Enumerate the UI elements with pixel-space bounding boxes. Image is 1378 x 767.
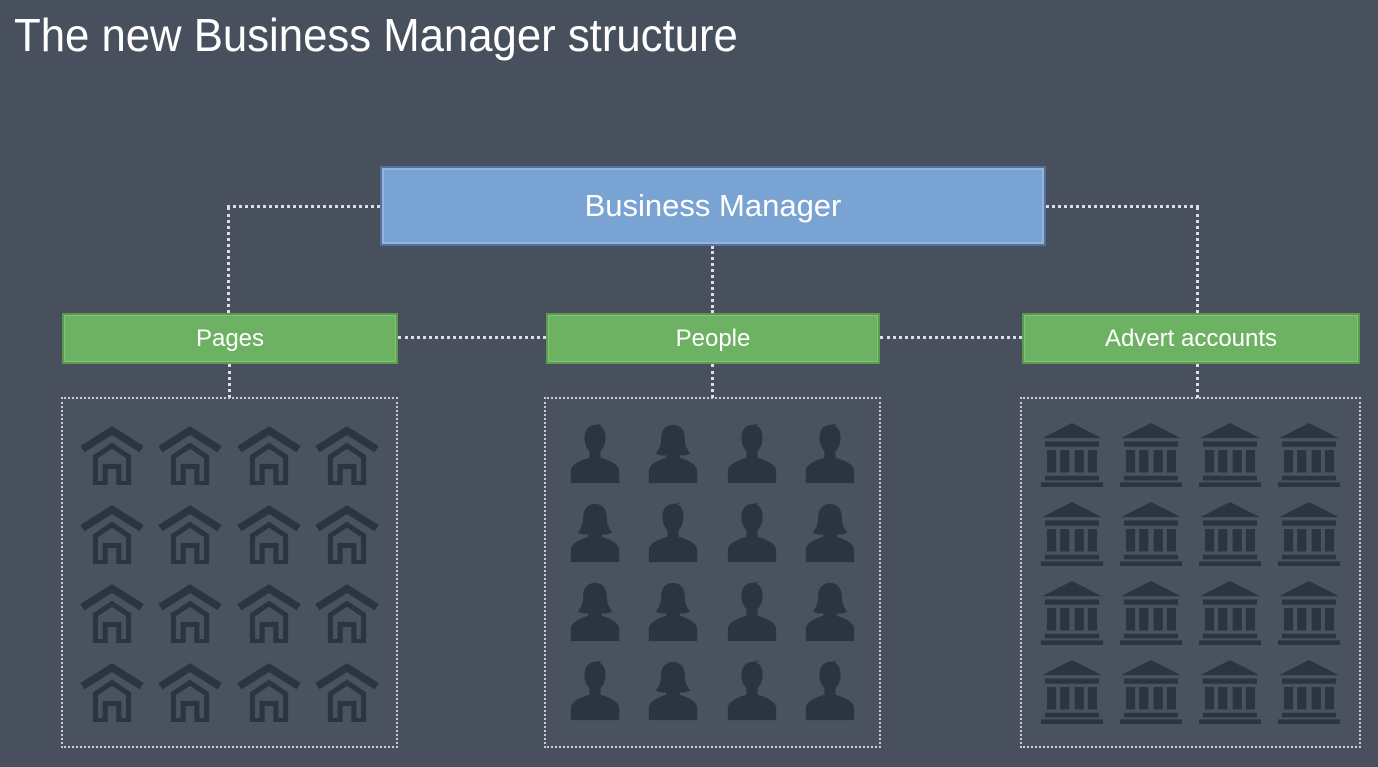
house-icon — [153, 423, 227, 485]
pages-node: Pages — [62, 313, 398, 364]
person-male-icon — [721, 576, 783, 648]
person-male-icon — [564, 655, 626, 727]
person-male-icon — [799, 418, 861, 490]
bank-icon — [1194, 421, 1266, 487]
connector-root-to-adverts-horizontal — [1046, 205, 1199, 208]
person-female-icon — [642, 576, 704, 648]
connector-people-to-grid — [711, 364, 714, 398]
connector-root-to-adverts-vertical — [1196, 207, 1199, 313]
house-icon — [310, 581, 384, 643]
bank-icon — [1036, 421, 1108, 487]
house-icon — [232, 423, 306, 485]
page-title: The new Business Manager structure — [14, 9, 738, 61]
house-icon — [310, 660, 384, 722]
house-icon — [153, 660, 227, 722]
connector-adverts-to-grid — [1196, 364, 1199, 398]
advert-accounts-icon-grid — [1020, 397, 1361, 748]
business-manager-label: Business Manager — [584, 188, 842, 223]
bank-icon — [1036, 658, 1108, 724]
person-female-icon — [564, 576, 626, 648]
bank-icon — [1273, 579, 1345, 645]
bank-icon — [1036, 579, 1108, 645]
house-icon — [75, 660, 149, 722]
house-icon — [75, 502, 149, 564]
connector-root-to-people-vertical — [711, 246, 714, 313]
bank-icon — [1115, 658, 1187, 724]
connector-root-to-pages-horizontal — [227, 205, 380, 208]
bank-icon — [1194, 658, 1266, 724]
connector-pages-to-grid — [228, 364, 231, 398]
house-icon — [310, 423, 384, 485]
business-manager-node: Business Manager — [380, 166, 1046, 246]
bank-icon — [1115, 421, 1187, 487]
house-icon — [310, 502, 384, 564]
person-female-icon — [642, 655, 704, 727]
house-icon — [153, 502, 227, 564]
house-icon — [75, 581, 149, 643]
bank-icon — [1194, 579, 1266, 645]
bank-icon — [1194, 500, 1266, 566]
person-female-icon — [564, 497, 626, 569]
person-male-icon — [721, 497, 783, 569]
connector-people-adverts — [880, 336, 1022, 339]
house-icon — [232, 502, 306, 564]
people-label: People — [675, 324, 751, 352]
person-male-icon — [564, 418, 626, 490]
pages-icon-grid — [61, 397, 398, 748]
house-icon — [232, 660, 306, 722]
person-female-icon — [799, 497, 861, 569]
bank-icon — [1273, 658, 1345, 724]
connector-root-to-pages-vertical — [227, 207, 230, 313]
advert-accounts-node: Advert accounts — [1022, 313, 1360, 364]
bank-icon — [1036, 500, 1108, 566]
house-icon — [75, 423, 149, 485]
person-male-icon — [799, 655, 861, 727]
house-icon — [153, 581, 227, 643]
bank-icon — [1273, 500, 1345, 566]
person-male-icon — [721, 418, 783, 490]
connector-pages-people — [398, 336, 546, 339]
bank-icon — [1115, 579, 1187, 645]
house-icon — [232, 581, 306, 643]
bank-icon — [1115, 500, 1187, 566]
people-icon-grid — [544, 397, 881, 748]
pages-label: Pages — [195, 324, 265, 352]
person-female-icon — [799, 576, 861, 648]
person-male-icon — [642, 497, 704, 569]
people-node: People — [546, 313, 880, 364]
person-female-icon — [642, 418, 704, 490]
bank-icon — [1273, 421, 1345, 487]
person-male-icon — [721, 655, 783, 727]
advert-accounts-label: Advert accounts — [1104, 324, 1278, 352]
